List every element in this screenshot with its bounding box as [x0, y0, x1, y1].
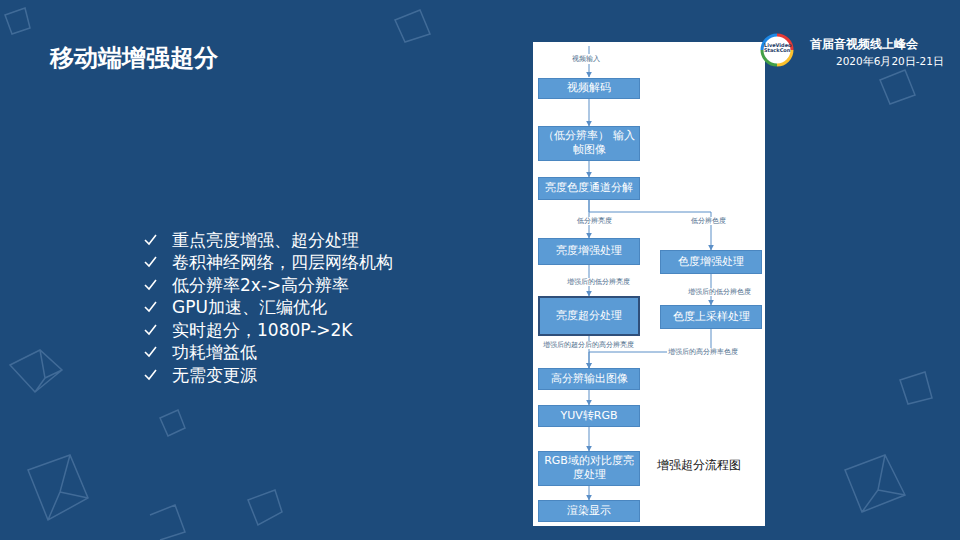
flow-arrow: [589, 161, 590, 177]
box-text: 色度增强处理: [678, 255, 744, 269]
event-name: 首届音视频线上峰会: [810, 37, 918, 53]
box-text: YUV转RGB: [560, 409, 617, 423]
logo-text: LiveVideo StackCon: [764, 43, 790, 54]
input-label: 视频输入: [572, 55, 600, 64]
check-mark: [145, 280, 156, 289]
bullet-text: 无需变更源: [172, 364, 257, 386]
flow-arrow: [589, 99, 590, 126]
process-box: 亮度超分处理: [538, 296, 640, 336]
logo-ring: [762, 35, 792, 65]
input-line: [589, 46, 590, 54]
process-box: 高分辨输出图像: [538, 368, 640, 390]
flow-arrow: [589, 486, 590, 500]
flowchart-panel: [533, 42, 765, 526]
chart-caption: 增强超分流程图: [657, 458, 741, 474]
bullet-text: 卷积神经网络，四层网络机构: [172, 251, 393, 273]
flow-arrow: [589, 427, 590, 451]
box-text: 渲染显示: [567, 504, 611, 518]
box-text: 高分辨输出图像: [551, 372, 628, 386]
edge-label: 低分辨色度: [690, 217, 727, 225]
process-box: 色度上采样处理: [660, 305, 762, 329]
event-date: 2020年6月20日-21日: [836, 55, 944, 69]
check-mark: [145, 257, 156, 266]
check-mark: [145, 370, 156, 379]
bullet-text: GPU加速、汇编优化: [172, 296, 327, 318]
check-mark: [145, 347, 156, 356]
box-text: 色度上采样处理: [673, 310, 750, 324]
flow-arrow: [589, 390, 590, 405]
cube-outline: [5, 8, 932, 540]
box-text: 亮度色度通道分解: [545, 181, 633, 195]
process-box: 视频解码: [538, 78, 640, 99]
edge-label: 增强后的超分后的高分辨亮度: [542, 341, 635, 349]
box-text: 亮度超分处理: [556, 309, 622, 323]
bullet-text: 实时超分，1080P->2K: [172, 319, 352, 341]
process-box: （低分辨率） 输入帧图像: [538, 126, 640, 161]
bullet-text: 重点亮度增强、超分处理: [172, 229, 359, 251]
box-text: （低分辨率） 输入帧图像: [543, 129, 635, 158]
check-marks: [145, 235, 156, 379]
check-mark: [145, 325, 156, 334]
process-box: 亮度增强处理: [538, 238, 640, 265]
bullet-text: 功耗增益低: [172, 341, 257, 363]
edge-label: 增强后的低分辨亮度: [566, 278, 631, 286]
process-box: 渲染显示: [538, 500, 640, 522]
process-box: 亮度色度通道分解: [538, 177, 640, 200]
check-mark: [145, 302, 156, 311]
process-box: RGB域的对比度亮度处理: [538, 451, 640, 486]
box-text: 视频解码: [567, 81, 611, 95]
box-text: RGB域的对比度亮度处理: [543, 454, 635, 483]
edge-label: 增强后的低分辨色度: [687, 288, 752, 296]
box-text: 亮度增强处理: [556, 244, 622, 258]
slide-title: 移动端增强超分: [50, 42, 218, 74]
check-mark: [145, 235, 156, 244]
edge-label: 低分辨亮度: [576, 217, 613, 225]
input-arrow: [589, 64, 590, 77]
bullet-text: 低分辨率2x->高分辨率: [172, 274, 349, 296]
process-box: 色度增强处理: [660, 250, 762, 274]
process-box: YUV转RGB: [538, 405, 640, 427]
edge-label: 增强后的高分辨率色度: [667, 348, 739, 356]
